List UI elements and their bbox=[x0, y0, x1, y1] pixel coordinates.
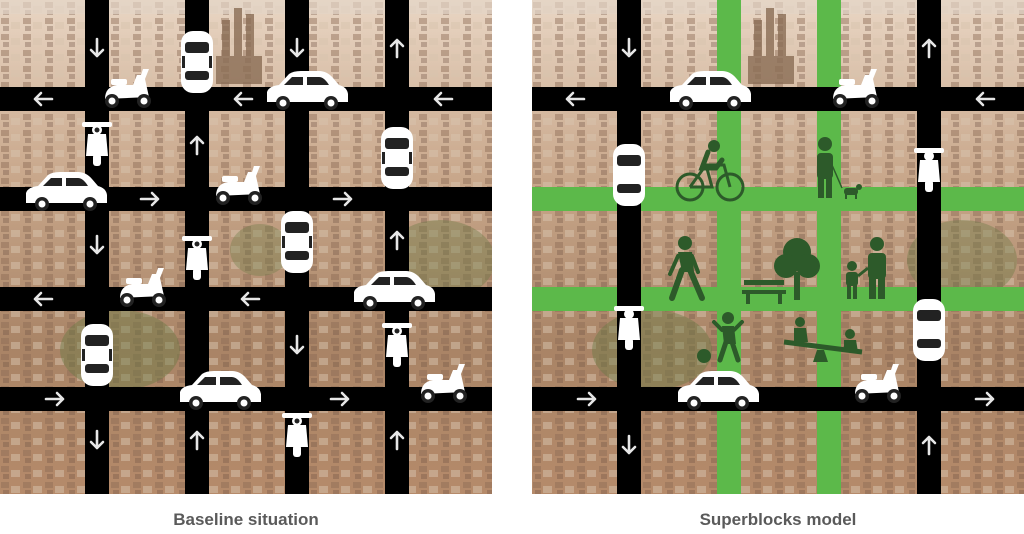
tree-icon bbox=[774, 238, 820, 300]
pedestrian-dog-icon bbox=[817, 137, 862, 199]
seesaw-icon bbox=[783, 317, 863, 362]
caption-superblocks: Superblocks model bbox=[699, 510, 857, 529]
child-ball-icon bbox=[697, 312, 744, 363]
cyclist-icon bbox=[675, 140, 745, 202]
leisure-icons bbox=[668, 137, 886, 363]
bench-icon bbox=[742, 280, 786, 304]
superblocks-diagram bbox=[532, 0, 1024, 494]
walker-icon bbox=[668, 236, 705, 301]
basilica-silhouette bbox=[748, 8, 794, 84]
caption-baseline: Baseline situation bbox=[173, 510, 319, 529]
perimeter-roads bbox=[532, 0, 1024, 494]
baseline-diagram bbox=[0, 0, 492, 494]
family-icon bbox=[846, 237, 886, 299]
basilica-silhouette bbox=[216, 8, 262, 84]
